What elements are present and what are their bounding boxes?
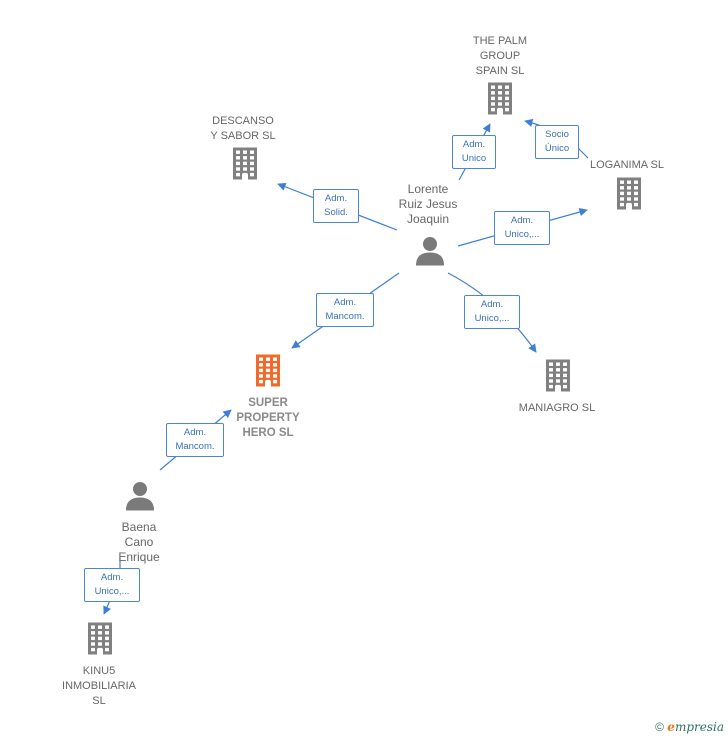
edge-label-lorente-super[interactable]: Adm. Mancom. <box>316 293 374 327</box>
copyright-symbol: © <box>655 720 664 734</box>
building-icon <box>233 147 257 180</box>
person-label-baena[interactable]: Baena Cano Enrique <box>118 520 160 564</box>
company-node-descanso[interactable] <box>232 147 258 186</box>
brand-logo: empresia <box>667 720 724 734</box>
company-node-kinu5[interactable] <box>87 622 113 661</box>
company-label-super[interactable]: SUPER PROPERTY HERO SL <box>236 397 300 439</box>
person-icon <box>126 482 154 511</box>
person-node-baena[interactable] <box>125 481 155 516</box>
edge-label-baena-super[interactable]: Adm. Mancom. <box>166 423 224 457</box>
company-label-palm[interactable]: THE PALM GROUP SPAIN SL <box>472 35 528 77</box>
building-icon <box>256 354 280 387</box>
edge-label-lorente-descanso[interactable]: Adm. Solid. <box>313 189 359 223</box>
company-node-palm[interactable] <box>487 82 513 121</box>
edge-label-lorente-maniagro[interactable]: Adm. Unico,... <box>464 295 520 329</box>
company-node-loganima[interactable] <box>616 177 642 216</box>
company-label-maniagro[interactable]: MANIAGRO SL <box>518 402 596 414</box>
building-icon <box>488 82 512 115</box>
building-icon <box>88 622 112 655</box>
building-icon <box>546 359 570 392</box>
person-label-lorente[interactable]: Lorente Ruiz Jesus Joaquin <box>398 182 458 226</box>
company-label-kinu5[interactable]: KINU5 INMOBILIARIA SL <box>62 665 136 707</box>
company-label-descanso[interactable]: DESCANSO Y SABOR SL <box>210 115 276 142</box>
edge-label-baena-kinu5[interactable]: Adm. Unico,... <box>84 568 140 602</box>
footer-brand[interactable]: © empresia <box>655 720 724 734</box>
edge-label-lorente-palm[interactable]: Adm. Unico <box>452 135 496 169</box>
edge-label-loganima-palm[interactable]: Socio Único <box>535 125 579 159</box>
company-node-super[interactable] <box>255 354 281 393</box>
person-icon <box>416 237 444 266</box>
edge-label-lorente-loganima[interactable]: Adm. Unico,... <box>494 211 550 245</box>
person-node-lorente[interactable] <box>415 236 445 271</box>
company-label-loganima[interactable]: LOGANIMA SL <box>590 159 664 171</box>
building-icon <box>617 177 641 210</box>
company-node-maniagro[interactable] <box>545 359 571 398</box>
